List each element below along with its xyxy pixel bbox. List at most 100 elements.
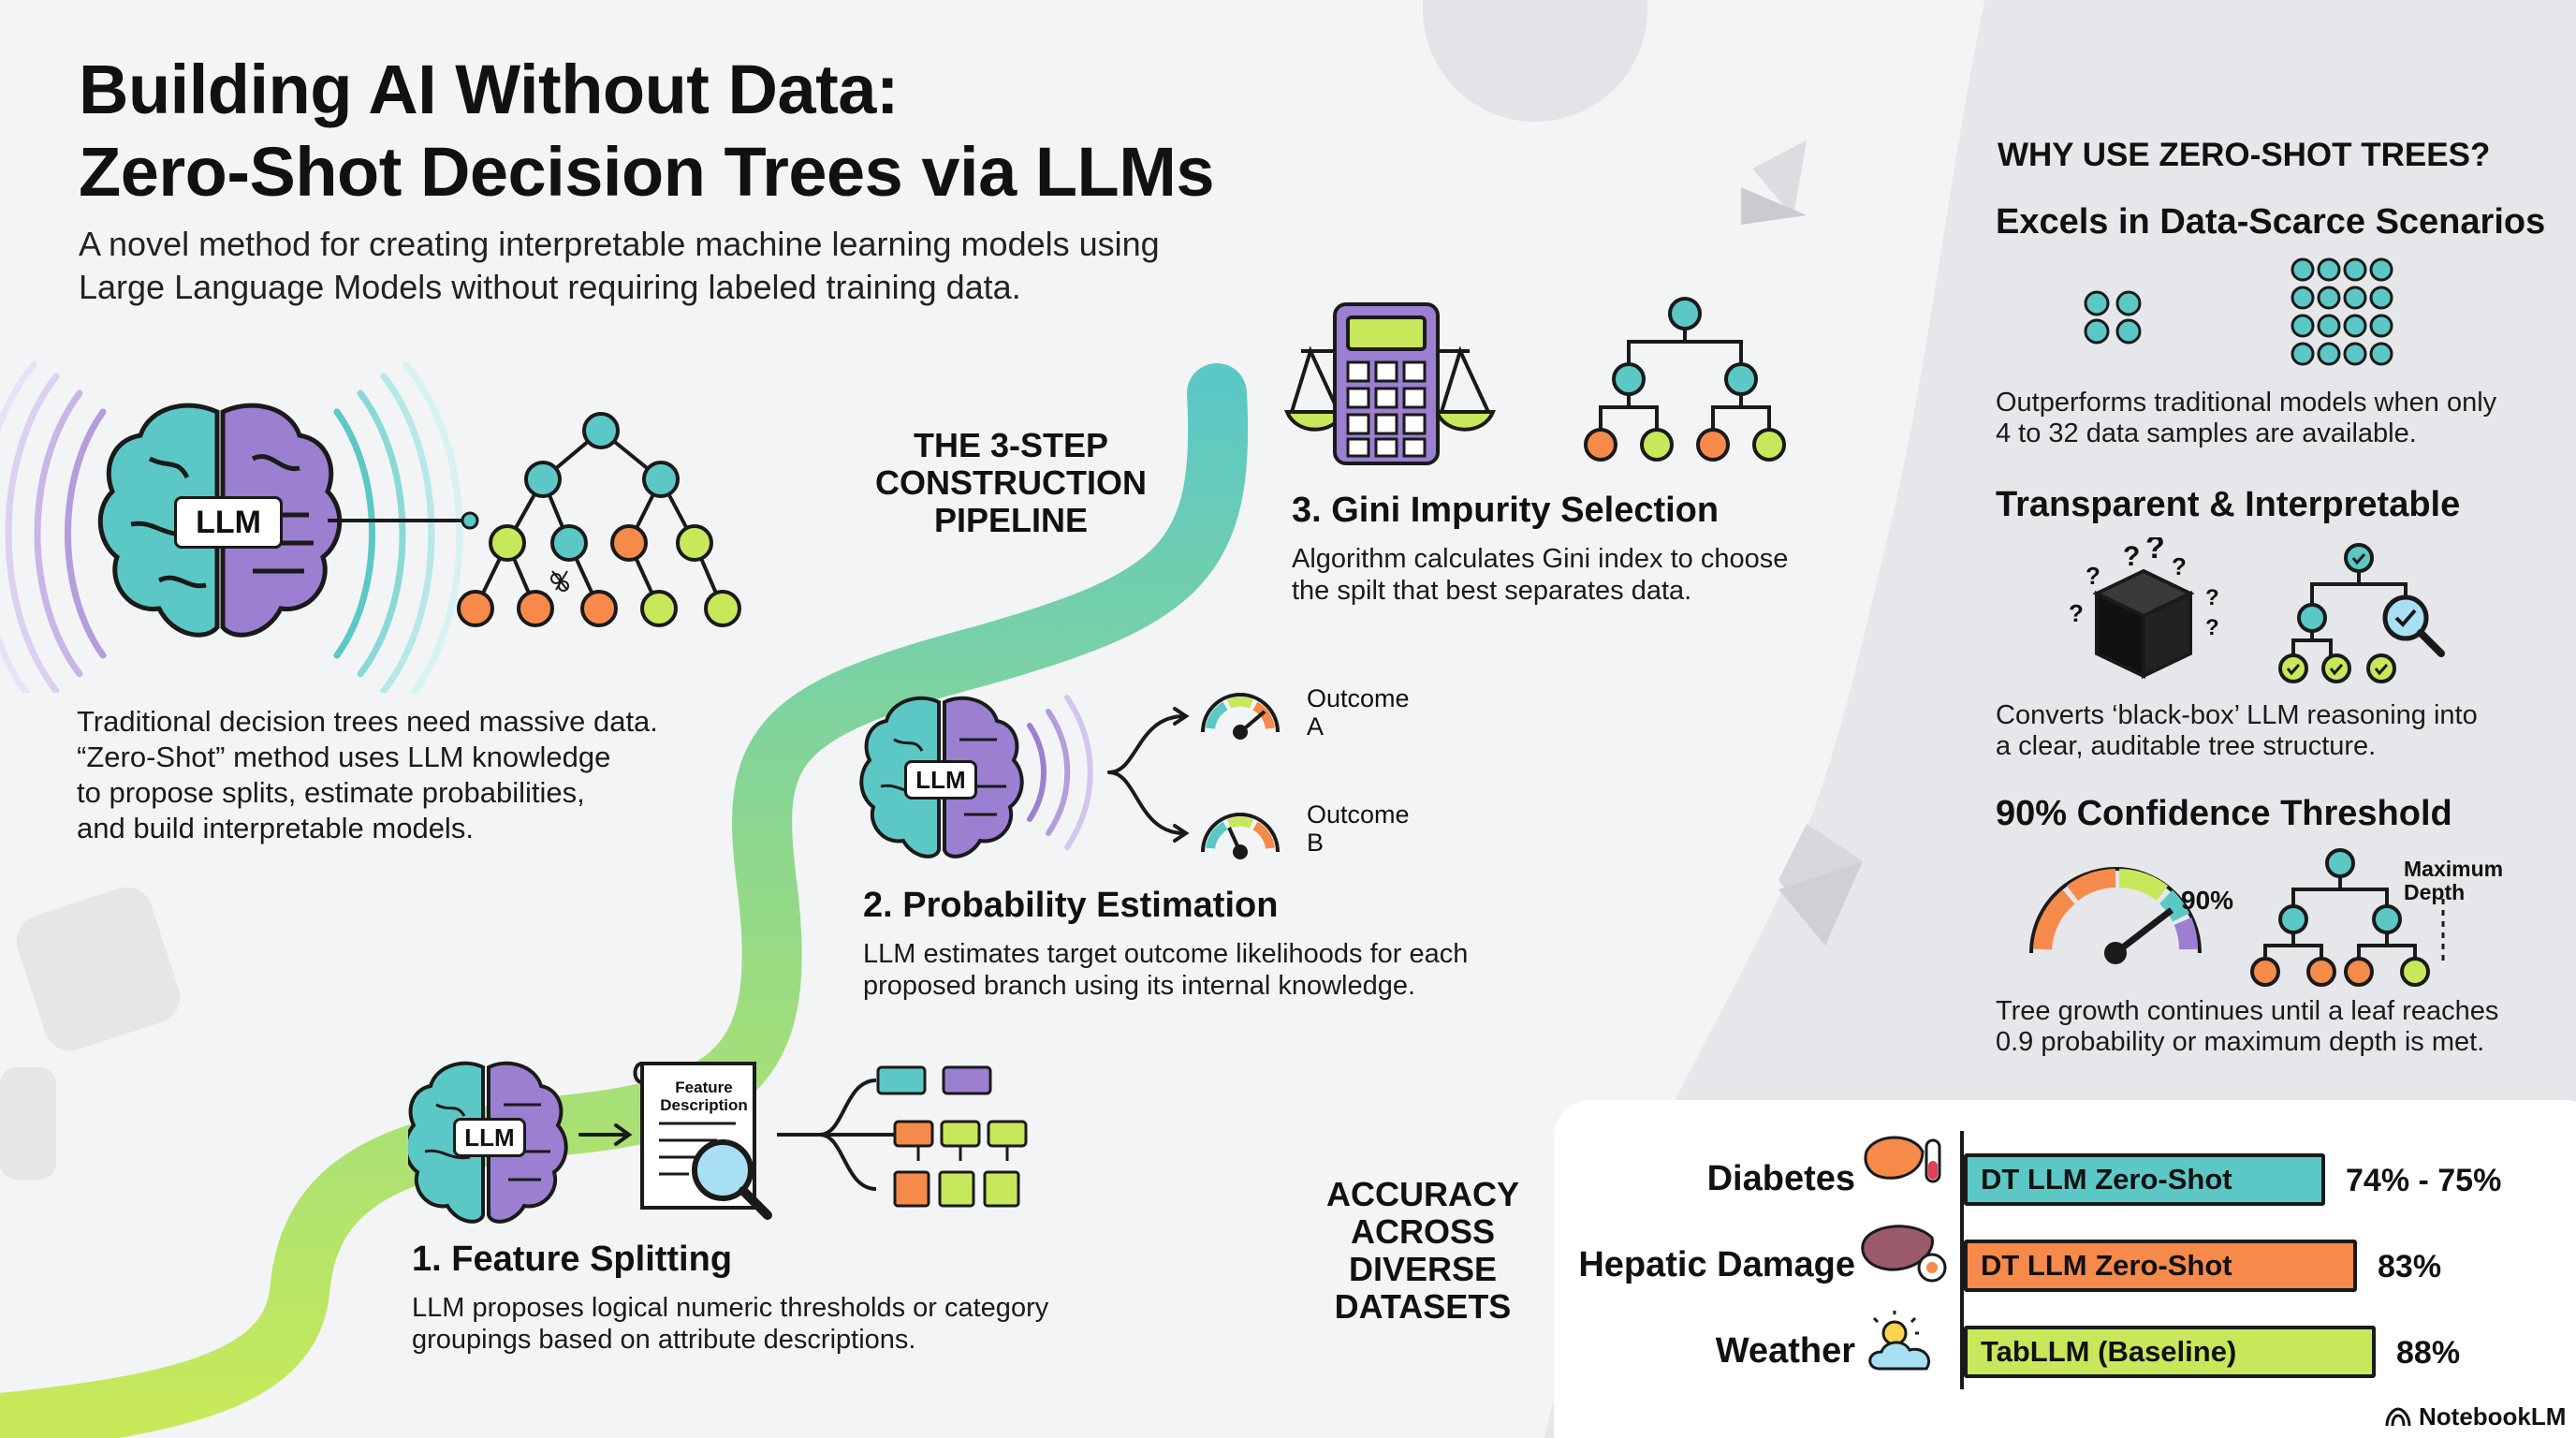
accuracy-value: 83% [2378, 1249, 2442, 1284]
max-depth-line-1: Maximum [2404, 857, 2504, 881]
outcome-b-line-2: B [1307, 829, 1325, 857]
branch-arrows-icon [1107, 707, 1190, 843]
liver-icon [1861, 1225, 1947, 1283]
pipeline-heading: THE 3-STEP CONSTRUCTION PIPELINE [852, 427, 1170, 539]
max-depth-line-2: Depth [2404, 880, 2466, 904]
intro-line-2: “Zero-Shot” method uses LLM knowledge [77, 741, 611, 773]
accuracy-value: 74% - 75% [2346, 1163, 2502, 1198]
why-item-1-desc-line-2: 4 to 32 data samples are available. [1996, 418, 2417, 448]
intro-line-1: Traditional decision trees need massive … [77, 705, 658, 738]
why-item-3-title: 90% Confidence Threshold [1996, 794, 2452, 833]
data-scarcity-dots-icon [2084, 257, 2393, 366]
subtitle-line-2: Large Language Models without requiring … [79, 268, 1021, 306]
accuracy-heading: ACCURACY ACROSS DIVERSE DATASETS [1301, 1176, 1544, 1326]
step2-illustration [859, 693, 1280, 859]
feature-groups-icon [876, 1065, 1028, 1208]
feature-description-label: Feature Description [651, 1078, 756, 1114]
step1-desc-line-2: groupings based on attribute description… [412, 1325, 916, 1355]
feature-description-line-2: Description [660, 1096, 748, 1114]
scissors-icon [550, 570, 569, 592]
step2-brain-icon [859, 696, 1024, 858]
why-item-2-desc-line-2: a clear, auditable tree structure. [1996, 731, 2377, 761]
pipeline-heading-line-1: THE 3-STEP [913, 426, 1109, 464]
max-depth-tree-icon [2250, 848, 2445, 987]
max-depth-label: Maximum Depth [2404, 858, 2503, 904]
footer-brand: NotebookLM [2385, 1402, 2566, 1431]
gauge-90-label: 90% [2181, 886, 2234, 915]
step1-illustration [408, 1061, 1028, 1224]
gauge-a-icon [1201, 693, 1280, 740]
document-magnifier-icon [633, 1062, 772, 1220]
question-marks-icon: ? ? ? ? ? ? ? [2069, 537, 2219, 640]
outcome-a-line-2: A [1307, 712, 1325, 741]
step1-brain-icon [408, 1061, 568, 1224]
dataset-label: Weather [1715, 1331, 1855, 1371]
step3-desc-line-2: the spilt that best separates data. [1292, 576, 1692, 606]
fork-connector-icon [777, 1078, 895, 1191]
why-item-1-desc-line-1: Outperforms traditional models when only [1996, 388, 2497, 418]
accuracy-bar: DT LLM Zero-Shot [1964, 1153, 2325, 1206]
why-item-3-desc-line-1: Tree growth continues until a leaf reach… [1996, 996, 2499, 1026]
step3-desc-line-1: Algorithm calculates Gini index to choos… [1292, 544, 1789, 574]
svg-text:?: ? [2145, 537, 2165, 565]
decision-tree-icon [457, 412, 741, 627]
pancreas-icon [1864, 1136, 1941, 1183]
step1-title: 1. Feature Splitting [412, 1240, 733, 1279]
accuracy-bar: TabLLM (Baseline) [1964, 1326, 2376, 1378]
step2-llm-label: LLM [904, 760, 977, 800]
svg-text:?: ? [2086, 562, 2100, 590]
accuracy-heading-line-1: ACCURACY [1326, 1175, 1519, 1213]
why-item-2-desc-line-1: Converts ‘black-box’ LLM reasoning into [1996, 700, 2478, 730]
confidence-gauge-icon [2029, 867, 2202, 964]
dataset-icons [1861, 1136, 1947, 1371]
accuracy-heading-line-2: ACROSS [1350, 1212, 1496, 1251]
step1-llm-label: LLM [453, 1118, 526, 1157]
step2-desc-line-1: LLM estimates target outcome likelihoods… [863, 939, 1469, 969]
dataset-label: Hepatic Damage [1578, 1245, 1855, 1284]
calculator-icon [1333, 302, 1440, 465]
left-sound-waves-icon [0, 361, 107, 693]
why-item-2-desc: Converts ‘black-box’ LLM reasoning into … [1996, 700, 2539, 762]
svg-text:?: ? [2172, 552, 2187, 580]
step2-title: 2. Probability Estimation [863, 886, 1279, 925]
bar-axis [1960, 1131, 1964, 1389]
accuracy-heading-line-4: DATASETS [1334, 1287, 1512, 1326]
subtitle-line-1: A novel method for creating interpretabl… [79, 225, 1160, 263]
svg-text:?: ? [2205, 585, 2219, 610]
page-title: Building AI Without Data: Zero-Shot Deci… [79, 49, 1215, 213]
feature-description-line-1: Feature [675, 1078, 733, 1096]
outcome-a-line-1: Outcome [1307, 684, 1410, 712]
black-box-icon [2092, 568, 2195, 680]
step2-desc: LLM estimates target outcome likelihoods… [863, 938, 1518, 1002]
intro-llm-label: LLM [174, 496, 283, 549]
intro-line-4: and build interpretable models. [77, 812, 474, 844]
auditable-tree-icon [2278, 543, 2408, 683]
why-item-2-title: Transparent & Interpretable [1996, 485, 2461, 524]
dataset-label: Diabetes [1706, 1159, 1855, 1198]
accuracy-value: 88% [2396, 1335, 2461, 1371]
pipeline-heading-line-3: PIPELINE [933, 501, 1089, 539]
gini-tree-icon [1584, 297, 1786, 462]
weather-icon [1868, 1311, 1931, 1371]
why-item-1-title: Excels in Data-Scarce Scenarios [1996, 202, 2546, 242]
outcome-b-line-1: Outcome [1307, 800, 1410, 829]
audit-magnifier-icon [2382, 594, 2445, 657]
step3-title: 3. Gini Impurity Selection [1292, 491, 1720, 530]
why-item-3-desc: Tree growth continues until a leaf reach… [1996, 996, 2539, 1058]
step2-desc-line-2: proposed branch using its internal knowl… [863, 971, 1416, 1001]
confidence-threshold-illustration [2029, 848, 2445, 987]
page-subtitle: A novel method for creating interpretabl… [79, 223, 1295, 309]
intro-line-3: to propose splits, estimate probabilitie… [77, 776, 585, 809]
svg-text:?: ? [2123, 541, 2140, 572]
arrow-right-icon [578, 1123, 633, 1146]
right-sound-waves-icon [333, 361, 463, 693]
title-line-2: Zero-Shot Decision Trees via LLMs [79, 133, 1215, 211]
svg-text:?: ? [2069, 599, 2084, 627]
step3-illustration [1284, 297, 1786, 465]
accuracy-bar: DT LLM Zero-Shot [1964, 1240, 2357, 1292]
pipeline-heading-line-2: CONSTRUCTION [875, 463, 1147, 502]
intro-text: Traditional decision trees need massive … [77, 704, 788, 846]
black-box-to-tree-illustration: ? ? ? ? ? ? ? [2069, 537, 2445, 683]
svg-text:?: ? [2205, 615, 2219, 640]
why-heading: WHY USE ZERO-SHOT TREES? [1998, 137, 2491, 173]
